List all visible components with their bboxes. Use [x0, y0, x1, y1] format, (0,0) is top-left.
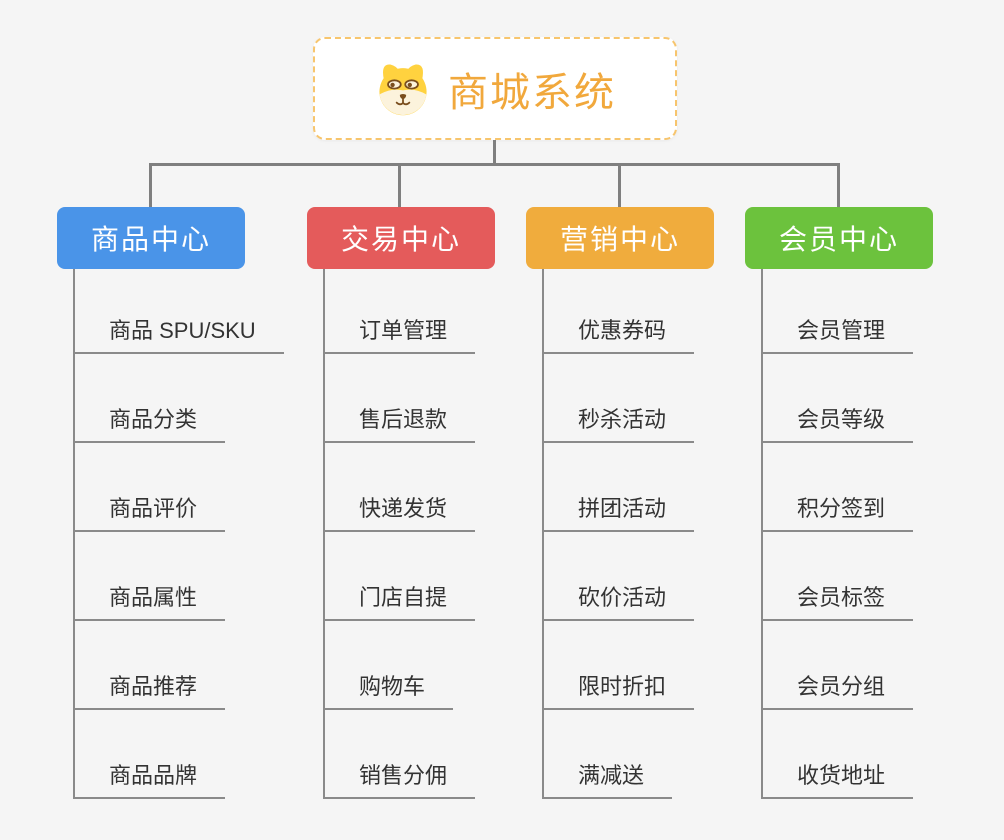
- branch-children-column-marketing: 优惠券码 秒杀活动 拼团活动 砍价活动 限时折扣 满减送: [542, 269, 695, 799]
- branch-children-column-member: 会员管理 会员等级 积分签到 会员标签 会员分组 收货地址: [761, 269, 914, 799]
- leaf-node[interactable]: 购物车: [325, 621, 454, 710]
- leaf-node[interactable]: 快递发货: [325, 443, 476, 532]
- drop-connector-goods: [149, 163, 152, 207]
- leaf-node[interactable]: 收货地址: [763, 710, 914, 799]
- root-stem-connector: [493, 140, 496, 164]
- root-node[interactable]: 商城系统: [313, 37, 677, 140]
- leaf-node[interactable]: 砍价活动: [544, 532, 695, 621]
- branch-box-trade[interactable]: 交易中心: [307, 207, 495, 269]
- leaf-node[interactable]: 优惠券码: [544, 269, 695, 354]
- leaf-node[interactable]: 售后退款: [325, 354, 476, 443]
- root-title: 商城系统: [448, 70, 616, 115]
- leaf-node[interactable]: 拼团活动: [544, 443, 695, 532]
- drop-connector-trade: [398, 163, 401, 207]
- drop-connector-marketing: [618, 163, 621, 207]
- leaf-node[interactable]: 商品属性: [75, 532, 226, 621]
- branch-box-member[interactable]: 会员中心: [745, 207, 933, 269]
- leaf-node[interactable]: 商品品牌: [75, 710, 226, 799]
- leaf-node[interactable]: 门店自提: [325, 532, 476, 621]
- leaf-node[interactable]: 会员等级: [763, 354, 914, 443]
- leaf-node[interactable]: 商品评价: [75, 443, 226, 532]
- branch-children-column-trade: 订单管理 售后退款 快递发货 门店自提 购物车 销售分佣: [323, 269, 476, 799]
- bus-connector: [149, 163, 840, 166]
- leaf-node[interactable]: 满减送: [544, 710, 673, 799]
- leaf-node[interactable]: 订单管理: [325, 269, 476, 354]
- leaf-node[interactable]: 限时折扣: [544, 621, 695, 710]
- leaf-node[interactable]: 秒杀活动: [544, 354, 695, 443]
- branch-box-marketing[interactable]: 营销中心: [526, 207, 714, 269]
- leaf-node[interactable]: 会员分组: [763, 621, 914, 710]
- branch-box-goods[interactable]: 商品中心: [57, 207, 245, 269]
- leaf-node[interactable]: 商品推荐: [75, 621, 226, 710]
- dog-face-icon: [374, 60, 432, 118]
- leaf-node[interactable]: 会员管理: [763, 269, 914, 354]
- leaf-node[interactable]: 商品分类: [75, 354, 226, 443]
- drop-connector-member: [837, 163, 840, 207]
- branch-children-column-goods: 商品 SPU/SKU 商品分类 商品评价 商品属性 商品推荐 商品品牌: [73, 269, 284, 799]
- leaf-node[interactable]: 会员标签: [763, 532, 914, 621]
- leaf-node[interactable]: 销售分佣: [325, 710, 476, 799]
- leaf-node[interactable]: 积分签到: [763, 443, 914, 532]
- leaf-node[interactable]: 商品 SPU/SKU: [75, 269, 284, 354]
